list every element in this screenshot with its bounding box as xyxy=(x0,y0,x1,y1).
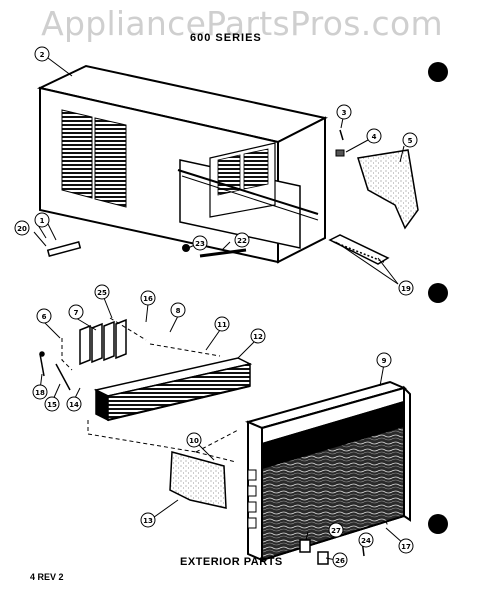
callout-20: 20 xyxy=(14,220,30,236)
callout-22: 22 xyxy=(234,232,250,248)
svg-text:10: 10 xyxy=(189,437,199,445)
svg-text:16: 16 xyxy=(143,295,153,303)
callout-19: 19 xyxy=(398,280,414,296)
front-louver-assembly xyxy=(93,357,253,422)
callout-16: 16 xyxy=(140,290,156,306)
drain-bar xyxy=(33,231,82,257)
svg-text:22: 22 xyxy=(237,237,247,245)
revision-label: 4 REV 2 xyxy=(30,572,64,582)
binder-hole xyxy=(428,283,448,303)
binder-hole xyxy=(428,514,448,534)
callout-24: 24 xyxy=(358,532,374,548)
svg-text:12: 12 xyxy=(253,333,263,341)
svg-text:15: 15 xyxy=(47,401,57,409)
callout-1: 1 xyxy=(34,212,50,228)
svg-text:3: 3 xyxy=(342,109,347,117)
callout-13: 13 xyxy=(140,512,156,528)
series-label: 600 SERIES xyxy=(190,32,262,44)
callout-8: 8 xyxy=(170,302,186,318)
svg-text:18: 18 xyxy=(35,389,45,397)
svg-text:14: 14 xyxy=(69,401,79,409)
svg-text:20: 20 xyxy=(17,225,27,233)
svg-text:5: 5 xyxy=(408,137,413,145)
svg-text:24: 24 xyxy=(361,537,371,545)
callout-18: 18 xyxy=(32,384,48,400)
svg-text:8: 8 xyxy=(176,307,181,315)
callout-4: 4 xyxy=(366,128,382,144)
side-rail xyxy=(328,234,390,265)
svg-text:9: 9 xyxy=(382,357,387,365)
callout-3: 3 xyxy=(336,104,352,120)
callout-5: 5 xyxy=(402,132,418,148)
svg-text:4: 4 xyxy=(372,133,377,141)
callout-17: 17 xyxy=(398,538,414,554)
callout-9: 9 xyxy=(376,352,392,368)
callout-11: 11 xyxy=(214,316,230,332)
side-seal-panel xyxy=(169,451,227,509)
svg-text:26: 26 xyxy=(335,557,345,565)
diagram-caption: EXTERIOR PARTS xyxy=(180,556,283,568)
svg-text:6: 6 xyxy=(42,313,47,321)
callout-14: 14 xyxy=(66,396,82,412)
side-panel xyxy=(357,149,419,230)
small-fasteners xyxy=(39,351,71,391)
front-grille-panel xyxy=(245,380,411,562)
svg-text:2: 2 xyxy=(40,51,45,59)
cabinet-shell xyxy=(36,64,328,264)
callout-6: 6 xyxy=(36,308,52,324)
svg-text:1: 1 xyxy=(40,217,45,225)
screw-and-clip xyxy=(335,129,345,157)
callout-15: 15 xyxy=(44,396,60,412)
callout-25: 25 xyxy=(94,284,110,300)
svg-text:27: 27 xyxy=(331,527,341,535)
svg-text:13: 13 xyxy=(143,517,153,525)
svg-text:23: 23 xyxy=(195,240,205,248)
callout-27: 27 xyxy=(328,522,344,538)
callout-26: 26 xyxy=(332,552,348,568)
svg-text:25: 25 xyxy=(97,289,107,297)
callout-23: 23 xyxy=(192,235,208,251)
callout-2: 2 xyxy=(34,46,50,62)
binder-hole xyxy=(428,62,448,82)
callout-7: 7 xyxy=(68,304,84,320)
callout-12: 12 xyxy=(250,328,266,344)
louver-vanes xyxy=(79,318,127,366)
svg-text:19: 19 xyxy=(401,285,411,293)
svg-text:17: 17 xyxy=(401,543,411,551)
svg-text:7: 7 xyxy=(74,309,79,317)
callout-10: 10 xyxy=(186,432,202,448)
svg-text:11: 11 xyxy=(217,321,227,329)
control-knobs xyxy=(299,539,365,565)
